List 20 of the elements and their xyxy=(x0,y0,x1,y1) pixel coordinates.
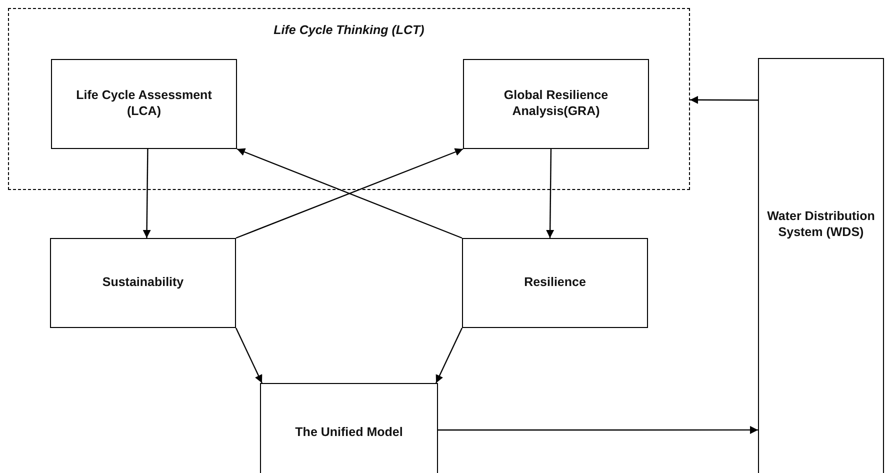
arrow xyxy=(546,149,554,238)
group-frame xyxy=(8,8,690,190)
process-box xyxy=(463,59,649,149)
box-label: Sustainability xyxy=(102,275,184,291)
process-box xyxy=(260,383,438,473)
process-box xyxy=(462,238,648,328)
box-label: Water Distribution System (WDS) xyxy=(766,209,876,240)
process-box xyxy=(51,59,237,149)
box-label: Global Resilience Analysis(GRA) xyxy=(502,88,610,120)
process-box xyxy=(758,58,884,473)
process-box xyxy=(50,238,236,328)
arrow xyxy=(438,426,758,434)
arrow xyxy=(142,149,151,238)
arrow xyxy=(436,328,463,384)
box-label: The Unified Model xyxy=(295,425,403,441)
arrow xyxy=(235,328,262,384)
arrow xyxy=(690,96,758,104)
box-label: Life Cycle Thinking (LCT) xyxy=(274,23,424,39)
box-label: Resilience xyxy=(524,275,586,291)
box-label: Life Cycle Assessment (LCA) xyxy=(75,88,213,120)
